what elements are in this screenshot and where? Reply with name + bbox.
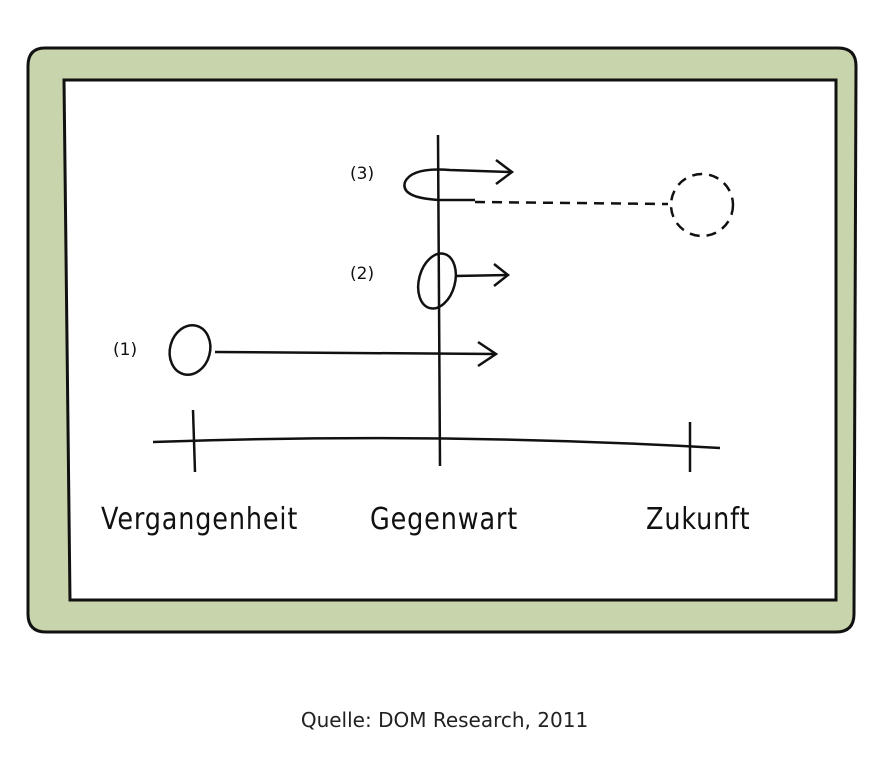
timeline-axis [152,436,721,450]
marker-3-label: (3) [350,164,375,184]
marker-2-shape [416,252,511,310]
source-caption: Quelle: DOM Research, 2011 [300,708,589,732]
marker-2-label: (2) [350,264,375,284]
label-past: Vergangenheit [101,502,299,537]
marker-1-label: (1) [113,340,138,360]
marker-3-shape [403,159,735,238]
present-axis [436,134,442,467]
marker-1-shape [168,324,499,376]
outer-border [26,46,858,634]
green-frame [28,48,856,632]
label-present: Gegenwart [370,502,519,537]
label-future: Zukunft [646,502,751,537]
tick-past [191,409,197,473]
inner-border [62,78,838,602]
